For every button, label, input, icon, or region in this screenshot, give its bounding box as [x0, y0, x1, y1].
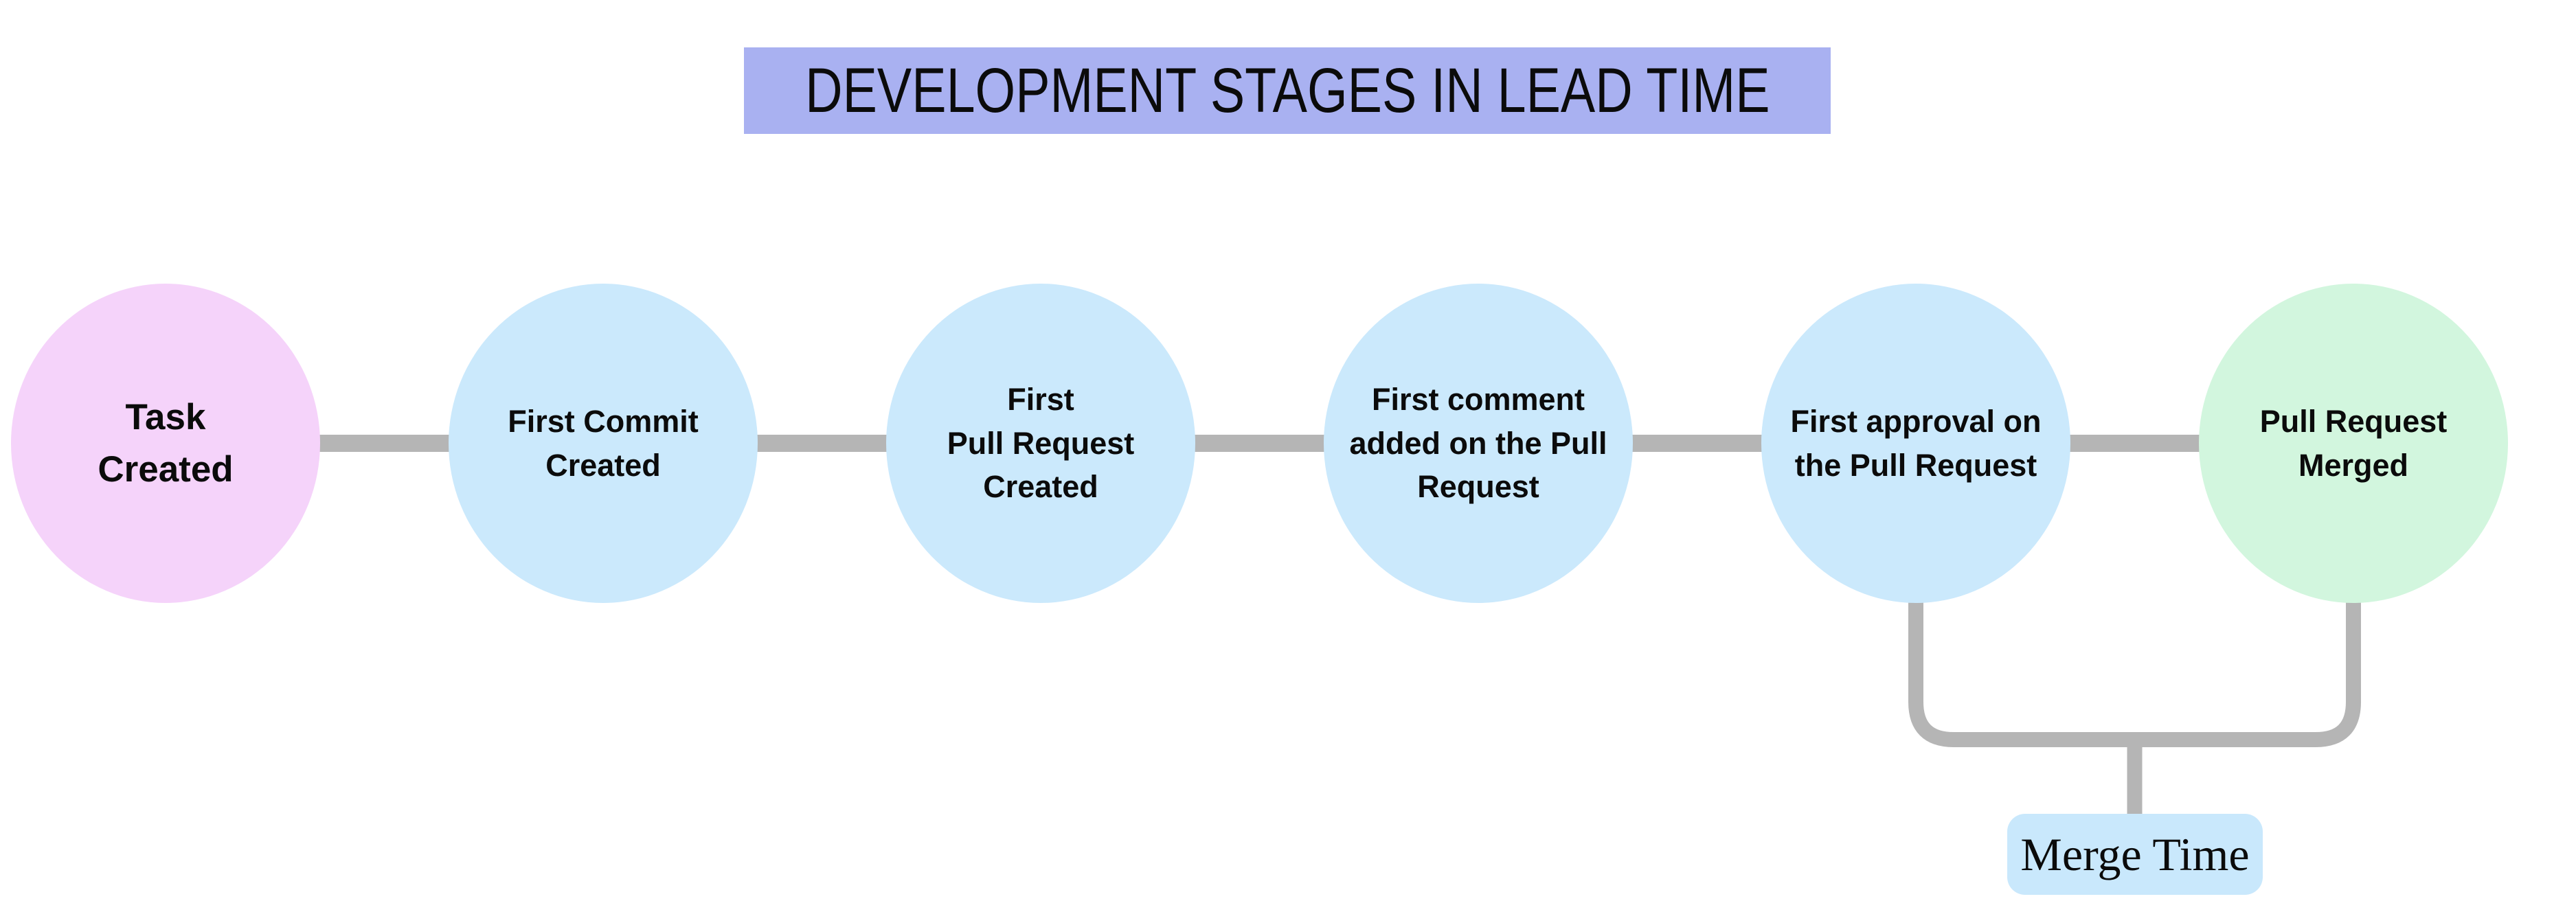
stage-task-created: Task Created: [11, 284, 320, 603]
stage-first-approval: First approval on the Pull Request: [1761, 284, 2070, 603]
diagram-title: DEVELOPMENT STAGES IN LEAD TIME: [744, 47, 1831, 134]
stage-first-pull-request-created: First Pull Request Created: [886, 284, 1195, 603]
stage-first-commit-created: First Commit Created: [449, 284, 758, 603]
diagram-title-text: DEVELOPMENT STAGES IN LEAD TIME: [804, 55, 1770, 126]
merge-time-label: Merge Time: [2007, 814, 2263, 895]
stage-pull-request-merged: Pull Request Merged: [2199, 284, 2508, 603]
stage-first-comment-added: First comment added on the Pull Request: [1324, 284, 1633, 603]
